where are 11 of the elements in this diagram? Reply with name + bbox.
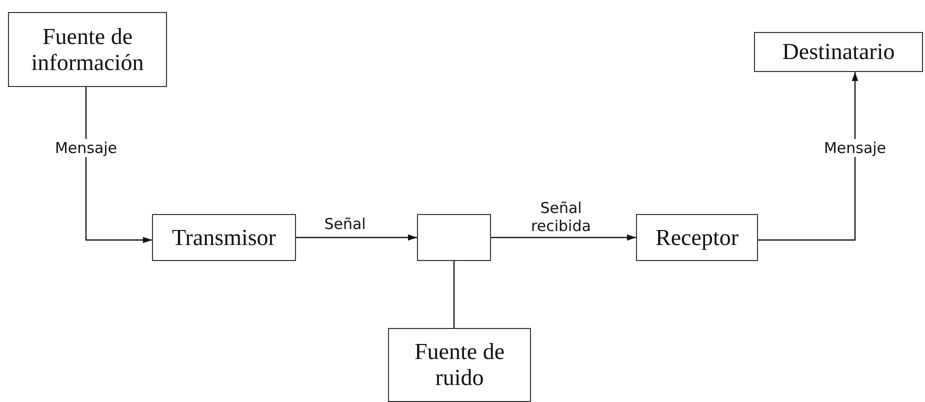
connector-line: [453, 261, 455, 328]
empty-box: [417, 214, 491, 261]
arrow: [85, 87, 152, 244]
process-box: Receptor: [636, 214, 758, 261]
arrow: [758, 72, 858, 241]
process-box: Destinatario: [754, 32, 923, 72]
arrow: [491, 234, 636, 241]
process-box: Fuente de ruido: [388, 328, 531, 402]
arrow: [296, 234, 417, 241]
process-box: Transmisor: [152, 214, 296, 261]
process-box: Fuente de información: [8, 12, 167, 87]
